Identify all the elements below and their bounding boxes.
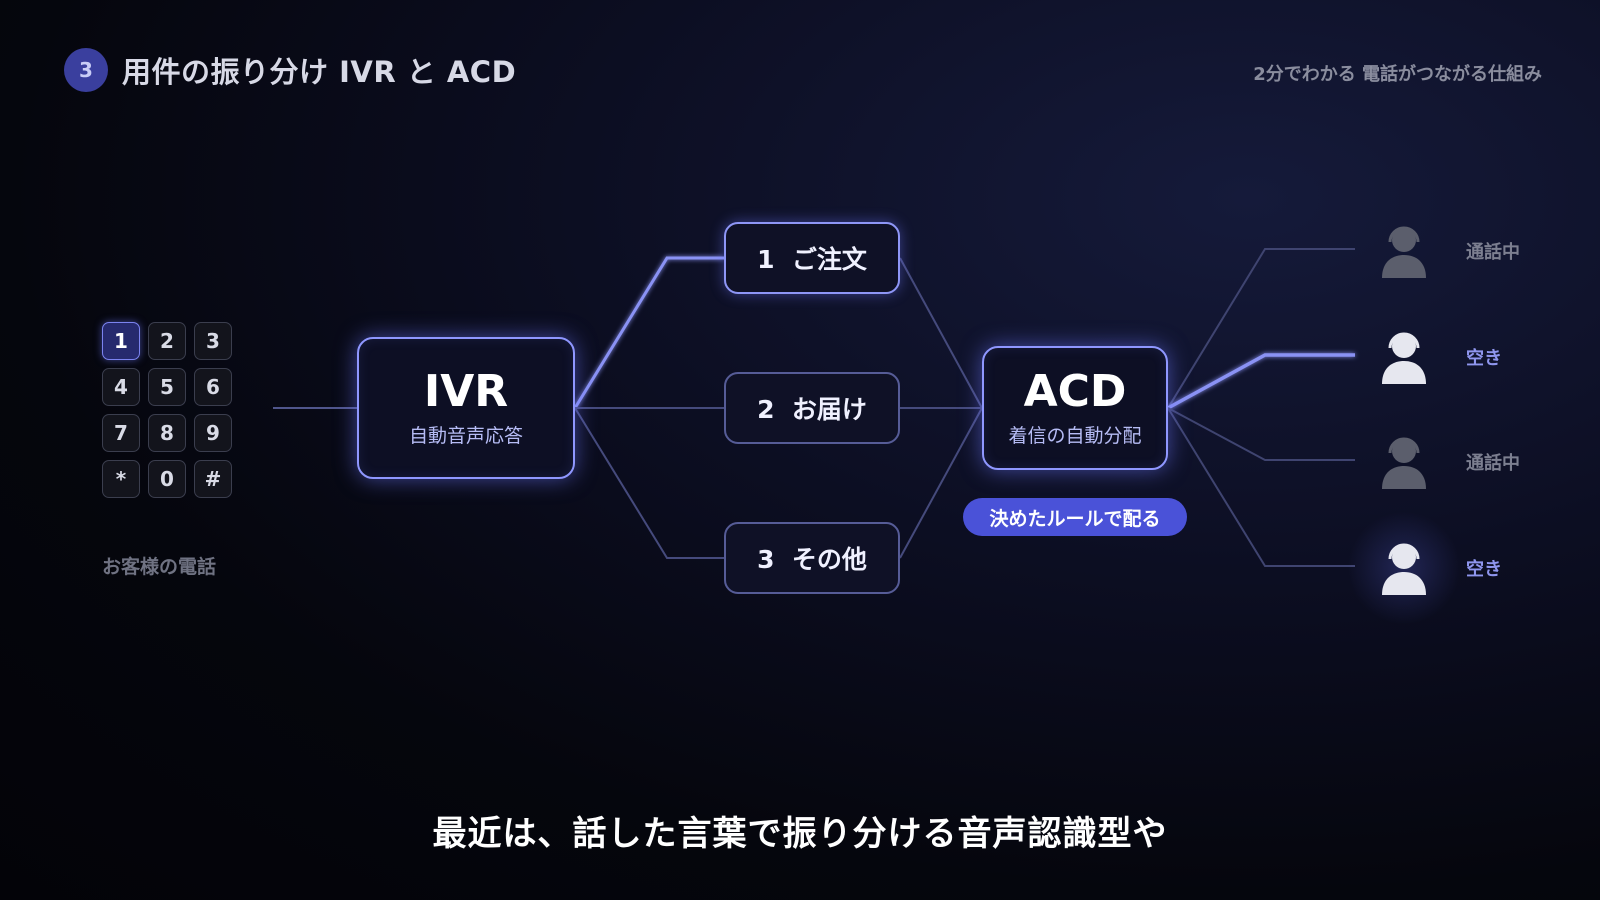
acd-node: ACD 着信の自動分配	[982, 346, 1168, 470]
customer-phone-label: お客様の電話	[102, 556, 217, 578]
agent-3	[1373, 429, 1435, 495]
agent-3-status: 通話中	[1466, 453, 1520, 474]
phone-keypad: 1 2 3 4 5 6 7 8 9 * 0 #	[102, 322, 232, 498]
keypad-key-7[interactable]: 7	[102, 414, 140, 452]
menu-option-order: 1 ご注文	[724, 222, 900, 294]
wire-acd-agent-3	[1167, 407, 1355, 461]
agent-2-status: 空き	[1466, 348, 1502, 369]
wire-menu-1-acd	[899, 257, 983, 409]
keypad-key-6[interactable]: 6	[194, 368, 232, 406]
acd-title: ACD	[1023, 366, 1127, 418]
ivr-subtitle: 自動音声応答	[408, 424, 523, 447]
agent-4-status: 空き	[1466, 559, 1502, 580]
menu-option-other: 3 その他	[724, 522, 900, 594]
ivr-node: IVR 自動音声応答	[357, 337, 575, 479]
acd-subtitle: 着信の自動分配	[1008, 424, 1142, 447]
keypad-key-5[interactable]: 5	[148, 368, 186, 406]
operator-headset-icon	[1382, 543, 1426, 595]
agent-4	[1343, 507, 1465, 629]
keypad-key-0[interactable]: 0	[148, 460, 186, 498]
operator-headset-icon	[1382, 437, 1426, 489]
wire-acd-agent-4	[1167, 407, 1355, 567]
wire-acd-agent-1	[1167, 248, 1355, 409]
slide-header: 3 用件の振り分け IVR と ACD	[64, 48, 516, 92]
page-title: 用件の振り分け IVR と ACD	[122, 55, 517, 89]
subtitle-caption: 最近は、話した言葉で振り分ける音声認識型や	[432, 814, 1168, 854]
keypad-key-3[interactable]: 3	[194, 322, 232, 360]
acd-rule-badge: 決めたルールで配る	[963, 498, 1187, 536]
keypad-key-2[interactable]: 2	[148, 322, 186, 360]
operator-headset-icon	[1382, 226, 1426, 278]
wire-ivr-menu-3	[574, 407, 724, 559]
operator-headset-icon	[1382, 332, 1426, 384]
menu-option-delivery: 2 お届け	[724, 372, 900, 444]
keypad-key-star[interactable]: *	[102, 460, 140, 498]
keypad-key-9[interactable]: 9	[194, 414, 232, 452]
wire-menu-3-acd	[899, 407, 983, 559]
keypad-key-4[interactable]: 4	[102, 368, 140, 406]
wire-acd-agent-2	[1167, 353, 1355, 410]
keypad-key-8[interactable]: 8	[148, 414, 186, 452]
wire-ivr-menu-1	[573, 256, 724, 409]
keypad-key-hash[interactable]: #	[194, 460, 232, 498]
agent-1	[1373, 218, 1435, 284]
agent-2	[1373, 324, 1435, 390]
step-number-badge: 3	[64, 48, 108, 92]
ivr-title: IVR	[423, 366, 509, 418]
series-title: 2分でわかる 電話がつながる仕組み	[1253, 64, 1542, 85]
agent-1-status: 通話中	[1466, 242, 1520, 263]
keypad-key-1[interactable]: 1	[102, 322, 140, 360]
